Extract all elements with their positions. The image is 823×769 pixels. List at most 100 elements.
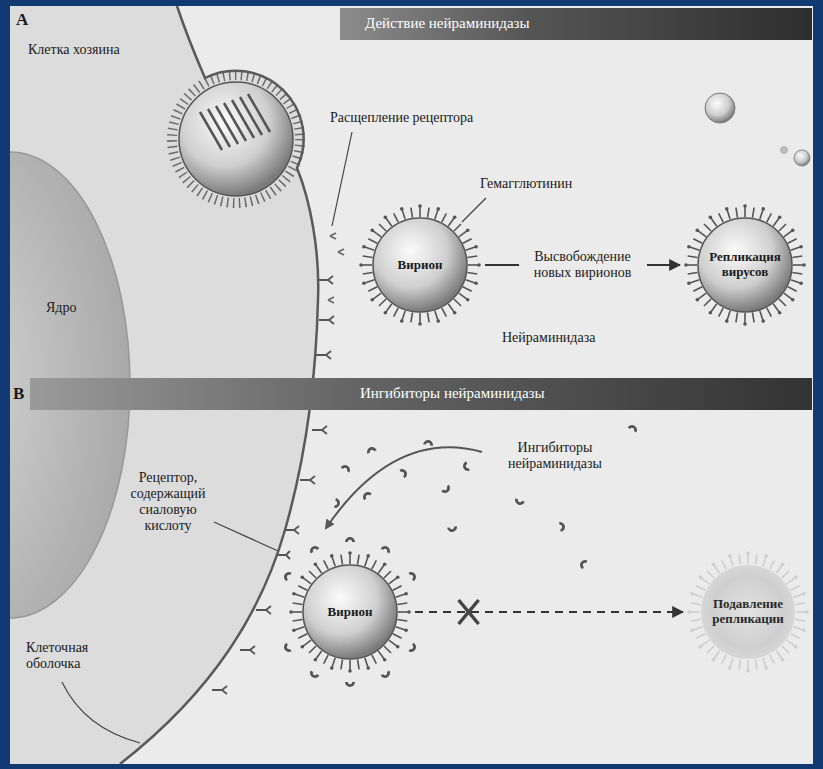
spike [693, 594, 703, 597]
inhibitor-molecule [447, 526, 458, 533]
callout-label: Рецептор, содержащий сиаловую кислоту [120, 470, 216, 534]
spike [773, 218, 779, 226]
spike [722, 560, 727, 569]
leader-line [332, 132, 352, 226]
spike [332, 557, 335, 567]
leader-line [214, 522, 278, 551]
spike [295, 627, 305, 630]
inhibitor-molecule [514, 498, 525, 506]
spike [316, 565, 322, 573]
inhibitor-molecule [282, 423, 639, 687]
spike [303, 578, 311, 584]
spike-tip [725, 319, 729, 323]
spike [776, 565, 782, 573]
spike [298, 586, 307, 591]
spike [711, 304, 717, 312]
spike-tip [709, 215, 713, 219]
spike [791, 280, 801, 283]
section-band: Ингибиторы нейраминидазы [30, 378, 812, 410]
inhibitor-molecule [423, 439, 434, 446]
spike [767, 213, 772, 222]
spike [756, 659, 758, 669]
spike [794, 594, 804, 597]
spike [770, 655, 775, 664]
panel-letter: B [13, 384, 24, 404]
spike [736, 208, 738, 218]
spike-tip [698, 645, 702, 649]
spike [701, 640, 709, 646]
spike [332, 658, 335, 668]
spike-tip [292, 628, 296, 632]
receptor [240, 646, 255, 654]
spike [394, 213, 399, 222]
spike [428, 312, 430, 322]
spike [714, 565, 720, 573]
spike-tip [778, 311, 782, 315]
virion-envelope [303, 565, 397, 659]
spike-tip [348, 551, 352, 555]
node-text: Вирион [398, 258, 443, 273]
spike-tip [712, 658, 716, 662]
spike [372, 560, 377, 569]
spike [788, 239, 797, 244]
spike [419, 313, 421, 323]
spike-tip [690, 592, 694, 596]
spike-tip [743, 204, 747, 208]
spike [704, 299, 711, 306]
budding-virion [172, 75, 300, 203]
spike [435, 210, 438, 220]
virion-envelope [701, 565, 795, 659]
inhibitor-molecule [341, 463, 352, 472]
spike-tip [348, 669, 352, 673]
block-mark [459, 600, 479, 624]
spike [309, 646, 316, 653]
spike-tip [366, 666, 370, 670]
spike-tip [805, 610, 809, 614]
spike [704, 224, 711, 231]
spike-tip [404, 628, 408, 632]
spike [693, 627, 703, 630]
spike [393, 634, 402, 639]
callout-label: Клеточная оболочка [26, 640, 110, 672]
spike [688, 256, 698, 258]
spike-tip [330, 554, 334, 558]
viral-rna [200, 112, 222, 150]
inhibitor-molecule [345, 537, 355, 542]
spike-tip [453, 311, 457, 315]
spike [760, 210, 763, 220]
free-virion [705, 93, 810, 166]
inhibitor-molecule [282, 570, 291, 581]
spike [727, 210, 730, 220]
leader-line [462, 198, 486, 222]
virion: Репликация вирусов [680, 200, 810, 330]
spike [442, 213, 447, 222]
spike [362, 264, 372, 266]
spike [396, 594, 406, 597]
spike-tip [695, 298, 699, 302]
spike [796, 611, 806, 613]
spike [365, 557, 368, 567]
spike [744, 313, 746, 323]
virion: Вирион [285, 547, 415, 677]
spike-tip [728, 666, 732, 670]
inhibitor-molecule [628, 423, 639, 432]
spike-tip [687, 281, 691, 285]
spike [739, 555, 741, 565]
spike-tip [436, 319, 440, 323]
spike [791, 586, 800, 591]
spike-tip [314, 562, 318, 566]
inhibitor-molecule [334, 498, 341, 509]
spike [365, 280, 375, 283]
spike [719, 308, 724, 317]
title-band: Действие нейраминидазы [340, 8, 812, 40]
leader-line [62, 682, 140, 743]
spike-tip [712, 562, 716, 566]
inhibitor-molecule [381, 544, 392, 553]
spike [363, 273, 373, 275]
connector-layer [459, 600, 479, 624]
spike [402, 210, 405, 220]
inhibitor-molecule [361, 490, 372, 500]
spike [293, 620, 303, 622]
blocked-arrow [415, 611, 683, 613]
